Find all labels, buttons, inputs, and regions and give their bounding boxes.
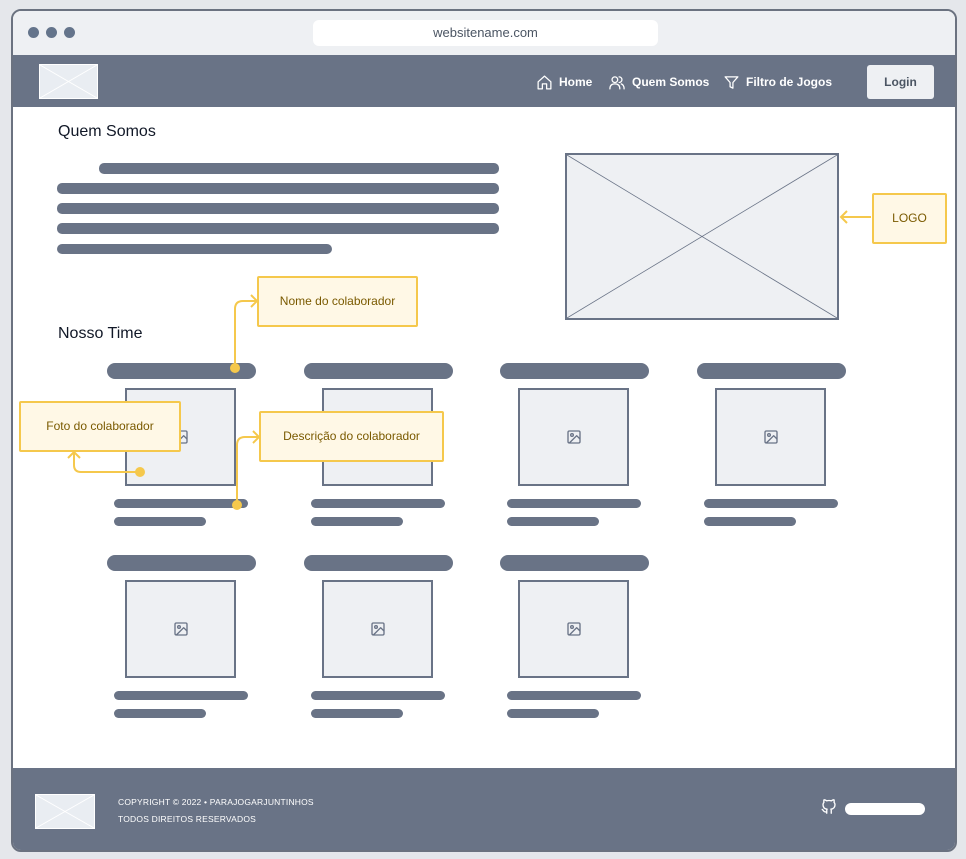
member-description-line (507, 499, 641, 508)
member-photo-placeholder (125, 580, 236, 678)
member-name-annotation: Nome do colaborador (257, 276, 418, 327)
nav-filtro-jogos[interactable]: Filtro de Jogos (723, 72, 832, 92)
member-name-placeholder (500, 363, 649, 379)
nav-filtro-jogos-label: Filtro de Jogos (746, 75, 833, 89)
member-description-line (114, 709, 206, 718)
login-button[interactable]: Login (867, 65, 934, 99)
footer-copyright: COPYRIGHT © 2022 • PARAJOGARJUNTINHOS (118, 797, 314, 807)
team-member-card[interactable] (500, 363, 650, 533)
member-name-placeholder (107, 363, 256, 379)
member-photo-placeholder (322, 580, 433, 678)
member-name-placeholder (697, 363, 846, 379)
logo-annotation: LOGO (872, 193, 947, 244)
site-logo-placeholder[interactable] (39, 64, 98, 99)
name-connector (234, 300, 257, 367)
home-icon (537, 74, 552, 90)
member-name-placeholder (500, 555, 649, 571)
window-maximize-dot[interactable] (64, 27, 75, 38)
member-description-annotation: Descrição do colaborador (259, 411, 444, 462)
member-photo-placeholder (518, 388, 629, 486)
team-member-card[interactable] (107, 555, 257, 725)
nav-quem-somos[interactable]: Quem Somos (608, 72, 709, 92)
image-icon (566, 430, 581, 444)
about-text-line (57, 183, 499, 194)
browser-window: websitename.com Home Quem Somos Filtro d… (11, 9, 957, 852)
member-photo-annotation: Foto do colaborador (19, 401, 181, 452)
users-icon (609, 75, 625, 90)
image-icon (566, 622, 581, 636)
footer-rights: TODOS DIREITOS RESERVADOS (118, 814, 257, 824)
window-close-dot[interactable] (28, 27, 39, 38)
team-member-card[interactable] (304, 555, 454, 725)
member-name-placeholder (107, 555, 256, 571)
about-text-line (57, 203, 499, 214)
image-icon (173, 622, 188, 636)
member-description-line (311, 499, 445, 508)
image-icon (763, 430, 778, 444)
logo-arrow (839, 210, 848, 224)
team-member-card[interactable] (697, 363, 847, 533)
member-description-line (311, 517, 403, 526)
nav-home-label: Home (559, 75, 593, 89)
footer: COPYRIGHT © 2022 • PARAJOGARJUNTINHOS TO… (13, 768, 955, 850)
team-member-card[interactable] (500, 555, 650, 725)
member-description-line (311, 709, 403, 718)
image-icon (370, 622, 385, 636)
member-description-line (507, 691, 641, 700)
github-icon[interactable] (820, 797, 838, 816)
member-photo-placeholder (518, 580, 629, 678)
member-description-line (704, 499, 838, 508)
team-heading: Nosso Time (58, 325, 143, 342)
nav-home[interactable]: Home (536, 72, 592, 92)
navbar: Home Quem Somos Filtro de Jogos Login (13, 55, 955, 107)
member-description-line (311, 691, 445, 700)
member-description-line (114, 517, 206, 526)
member-description-line (114, 691, 248, 700)
address-bar[interactable]: websitename.com (313, 20, 658, 46)
about-text-line (57, 244, 332, 254)
nav-quem-somos-label: Quem Somos (632, 75, 710, 89)
member-photo-placeholder (715, 388, 826, 486)
member-description-line (507, 709, 599, 718)
browser-chrome: websitename.com (13, 11, 955, 55)
about-text-line (57, 223, 499, 234)
member-description-line (507, 517, 599, 526)
filter-icon (724, 75, 739, 89)
member-name-placeholder (304, 363, 453, 379)
about-text-line (99, 163, 499, 174)
member-name-placeholder (304, 555, 453, 571)
footer-logo-placeholder[interactable] (35, 794, 95, 829)
member-description-line (114, 499, 248, 508)
about-heading: Quem Somos (58, 123, 156, 140)
footer-link-placeholder[interactable] (845, 803, 925, 815)
member-description-line (704, 517, 796, 526)
window-minimize-dot[interactable] (46, 27, 57, 38)
logo-image-placeholder (565, 153, 839, 320)
photo-arrow (67, 450, 81, 459)
